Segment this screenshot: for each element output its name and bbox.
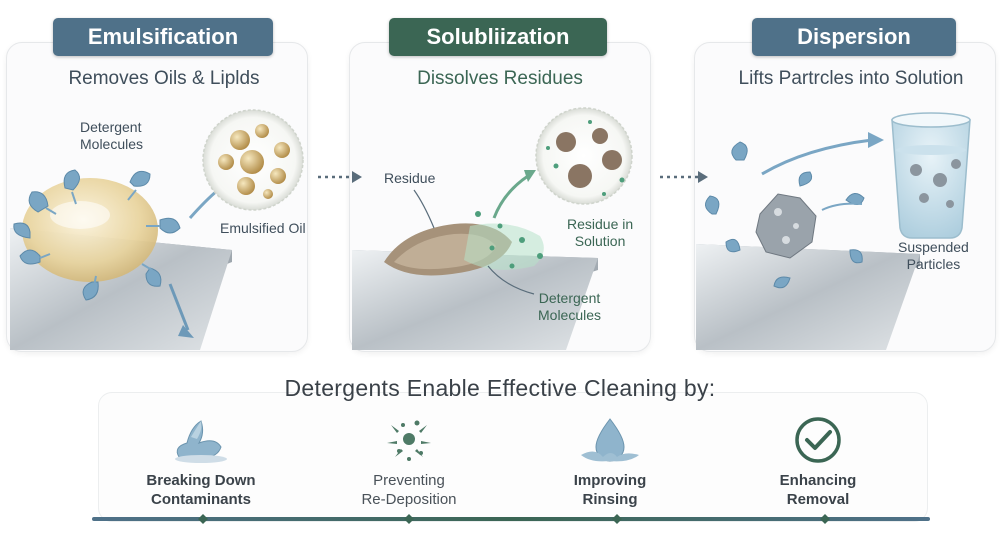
summary-box — [98, 392, 928, 522]
summary-timeline — [92, 514, 930, 524]
emulsified-oil-label: Emulsified Oil — [220, 220, 306, 236]
benefit-line: Breaking Down — [146, 472, 256, 489]
label-line: Molecules — [80, 136, 144, 152]
dispersion-tag: Dispersion — [752, 18, 956, 56]
benefit-line: Rinsing — [582, 491, 638, 508]
benefit-text: Improving Rinsing — [525, 471, 695, 509]
benefit-text: Preventing Re-Deposition — [324, 471, 494, 509]
droplet-splash-icon — [175, 420, 227, 463]
emulsification-tag: Emulsification — [53, 18, 273, 56]
label-line: Solution — [574, 233, 626, 249]
suspended-particles-label: Suspended Particles — [898, 239, 969, 273]
solubilization-tag: Solubliization — [389, 18, 607, 56]
benefit-line: Re-Deposition — [361, 491, 457, 508]
label-line: Detergent — [538, 290, 601, 306]
label-line: Residue in — [567, 216, 634, 232]
label-line: Detergent — [80, 119, 142, 135]
benefit-line: Preventing — [373, 472, 445, 489]
summary-title: Detergents Enable Effective Cleaning by: — [284, 375, 716, 401]
dispersion-subtitle: Lifts Partrcles into Solution — [738, 68, 964, 89]
benefit-line: Enhancing — [779, 472, 857, 489]
label-line: Particles — [906, 256, 961, 272]
benefit-text: Enhancing Removal — [733, 471, 903, 509]
label-line: Molecules — [538, 307, 602, 323]
checkmark-circle-icon — [795, 417, 841, 463]
emulsification-subtitle: Removes Oils & Liplds — [68, 68, 260, 89]
detergent-molecules-label-2: Detergent Molecules — [538, 290, 601, 324]
benefit-line: Removal — [786, 491, 850, 508]
label-line: Suspended — [898, 239, 969, 255]
benefit-text: Breaking Down Contaminants — [116, 471, 286, 509]
residue-in-solution-label: Residue in Solution — [567, 216, 633, 250]
benefit-breaking-down: Breaking Down Contaminants — [116, 415, 286, 509]
solubilization-subtitle: Dissolves Residues — [417, 68, 583, 89]
benefit-preventing-redeposition: Preventing Re-Deposition — [324, 415, 494, 509]
benefit-line: Contaminants — [150, 491, 251, 508]
scatter-particles-icon — [387, 420, 431, 461]
detergent-molecules-label: Detergent Molecules — [80, 119, 143, 153]
benefit-improving-rinsing: Improving Rinsing — [525, 415, 695, 509]
benefit-enhancing-removal: Enhancing Removal — [733, 415, 903, 509]
residue-label: Residue — [384, 170, 436, 186]
water-drop-icon — [581, 418, 639, 462]
benefit-line: Improving — [573, 472, 647, 489]
